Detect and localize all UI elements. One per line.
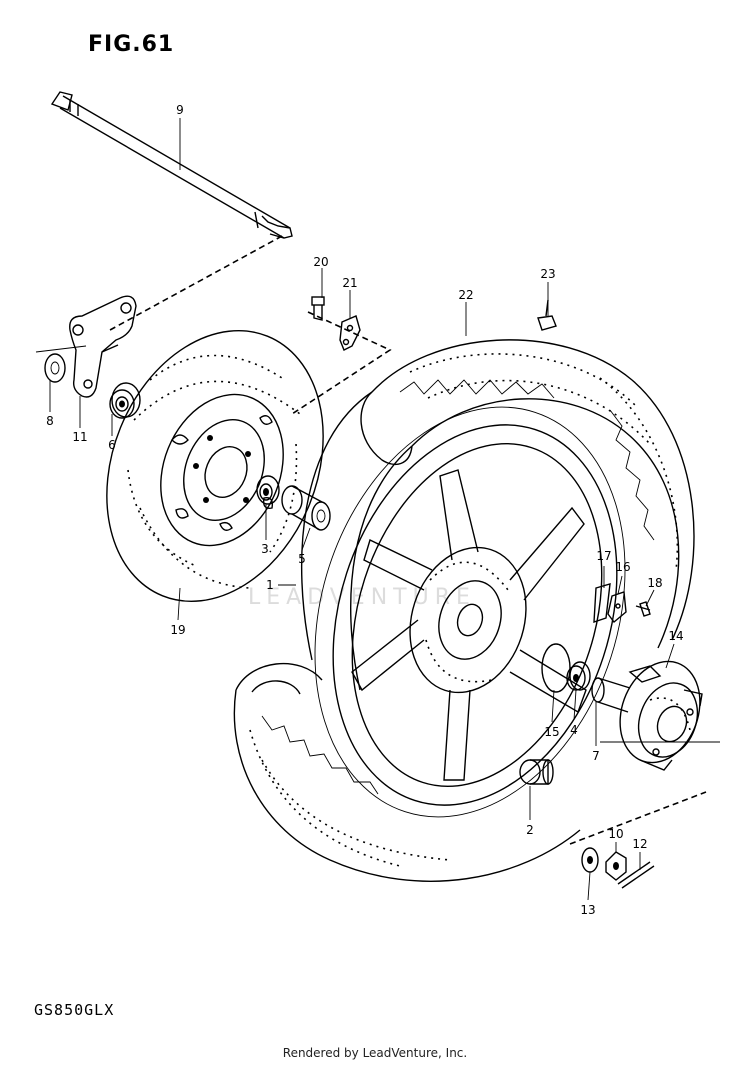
callout-21: 21 xyxy=(342,276,357,290)
callout-4: 4 xyxy=(570,723,578,737)
callout-14: 14 xyxy=(668,629,683,643)
callout-23: 23 xyxy=(540,267,555,281)
callout-11: 11 xyxy=(72,430,87,444)
callout-15: 15 xyxy=(544,725,559,739)
callout-22: 22 xyxy=(458,288,473,302)
cotter-pin xyxy=(617,861,655,889)
callout-10: 10 xyxy=(608,827,623,841)
callout-18: 18 xyxy=(647,576,662,590)
spacer-bracket xyxy=(35,295,137,398)
footer-credit: Rendered by LeadVenture, Inc. xyxy=(282,1046,468,1060)
callout-17: 17 xyxy=(596,549,611,563)
dust-seal xyxy=(541,643,571,693)
callout-20: 20 xyxy=(313,255,328,269)
final-drive-hub xyxy=(619,660,703,771)
axle xyxy=(50,91,293,331)
clip-16 xyxy=(607,591,627,624)
disc-bolt-leader xyxy=(291,311,392,415)
callout-2: 2 xyxy=(526,823,534,837)
washer-13 xyxy=(581,847,599,873)
lock-washer xyxy=(339,315,361,351)
callout-9: 9 xyxy=(176,103,184,117)
spacer-2 xyxy=(519,759,554,785)
valve-cap xyxy=(537,299,557,331)
screw-18 xyxy=(635,601,651,617)
callout-5: 5 xyxy=(298,552,306,566)
callout-12: 12 xyxy=(632,837,647,851)
callout-19: 19 xyxy=(170,623,185,637)
wheel-rim xyxy=(314,406,626,818)
callout-16: 16 xyxy=(615,560,630,574)
model-code: GS850GLX xyxy=(34,1001,115,1019)
callout-6: 6 xyxy=(108,438,116,452)
callout-1: 1 xyxy=(266,578,274,592)
disc-bolt xyxy=(311,296,325,321)
axle-nut xyxy=(605,851,627,881)
callout-7: 7 xyxy=(592,749,600,763)
callout-13: 13 xyxy=(580,903,595,917)
figure-title: FIG.61 xyxy=(88,32,175,57)
bearing-right-of-disc xyxy=(256,475,280,505)
leader-lines xyxy=(49,118,675,901)
tire xyxy=(233,339,695,882)
brake-disc xyxy=(106,329,324,603)
callout-3: 3 xyxy=(261,542,269,556)
nut-group-leader xyxy=(569,791,707,845)
callout-1-text: 1 xyxy=(266,578,274,592)
spacer-tube xyxy=(281,485,331,531)
plate-17 xyxy=(593,583,611,623)
callouts: 9 20 21 22 23 8 11 6 3 5 19 17 16 18 14 … xyxy=(46,103,683,917)
sprocket-spacer xyxy=(591,677,631,713)
bearing-left xyxy=(109,382,141,419)
callout-8: 8 xyxy=(46,414,54,428)
